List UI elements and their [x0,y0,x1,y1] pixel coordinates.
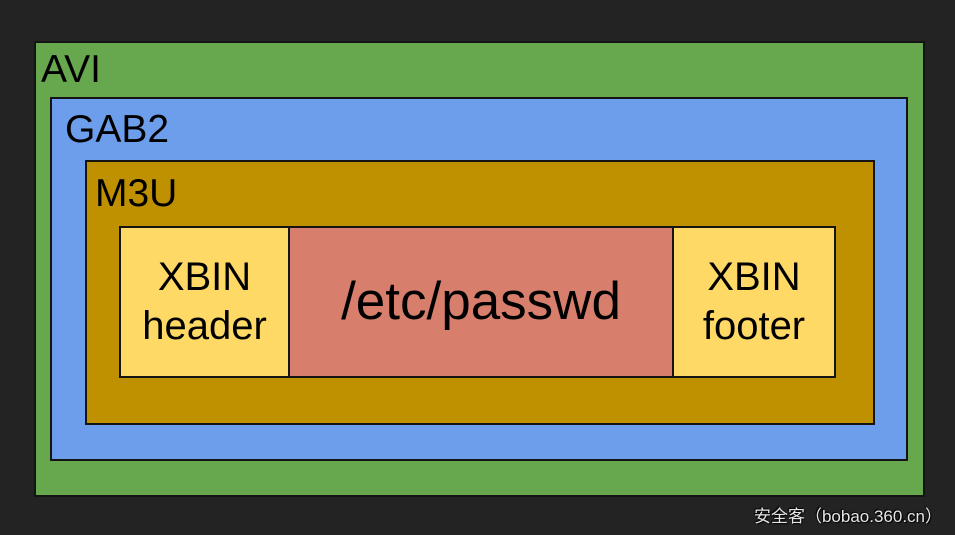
xbin-footer-label-line1: XBIN [707,255,801,299]
xbin-footer-box: XBIN footer [672,226,836,378]
watermark-text: 安全客（bobao.360.cn） [753,507,942,526]
m3u-container-box: M3U XBIN header /etc/passwd XBIN footer [85,160,875,425]
payload-label: /etc/passwd [341,271,621,331]
xbin-chunk-row: XBIN header /etc/passwd XBIN footer [119,226,838,378]
avi-container-box: AVI GAB2 M3U XBIN header /etc/passwd XBI… [34,41,925,497]
payload-box: /etc/passwd [288,226,674,378]
m3u-label: M3U [95,172,178,215]
avi-label: AVI [41,48,101,91]
xbin-header-label-line2: header [142,304,267,348]
gab2-label: GAB2 [65,108,170,151]
xbin-header-label-line1: XBIN [157,255,252,299]
gab2-container-box: GAB2 M3U XBIN header /etc/passwd XBIN fo… [50,97,908,461]
xbin-footer-label-line2: footer [702,304,806,348]
xbin-header-box: XBIN header [119,226,290,378]
